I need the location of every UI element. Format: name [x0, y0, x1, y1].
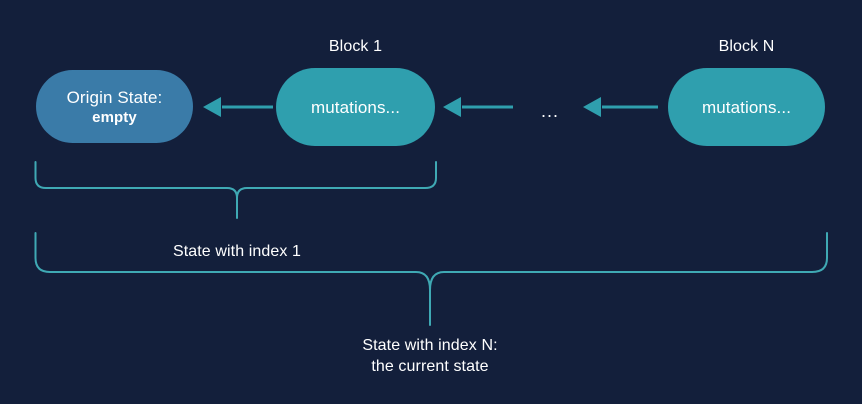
arrow-block1-to-origin — [203, 97, 273, 117]
brace-state-index-1 — [34, 161, 437, 219]
state-index-1-label: State with index 1 — [172, 243, 302, 260]
brace-state-index-n — [34, 232, 828, 326]
arrow-blockn-to-ellipsis — [583, 97, 658, 117]
block-1-node: mutations... — [276, 68, 435, 146]
arrow-ellipsis-to-block1 — [443, 97, 513, 117]
origin-state-title: Origin State: — [66, 87, 163, 107]
block-1-body: mutations... — [310, 97, 401, 117]
state-index-n-label-line-1: State with index N: — [362, 337, 498, 354]
origin-state-subtitle: empty — [92, 108, 137, 126]
origin-state-node: Origin State: empty — [36, 70, 193, 143]
chain-ellipsis: ... — [540, 101, 559, 121]
block-1-caption: Block 1 — [328, 38, 383, 55]
block-n-node: mutations... — [668, 68, 825, 146]
state-index-n-label-line-2: the current state — [371, 358, 489, 375]
block-n-body: mutations... — [701, 97, 792, 117]
state-index-n-label: State with index N: the current state — [230, 335, 630, 377]
block-n-caption: Block N — [718, 38, 775, 55]
